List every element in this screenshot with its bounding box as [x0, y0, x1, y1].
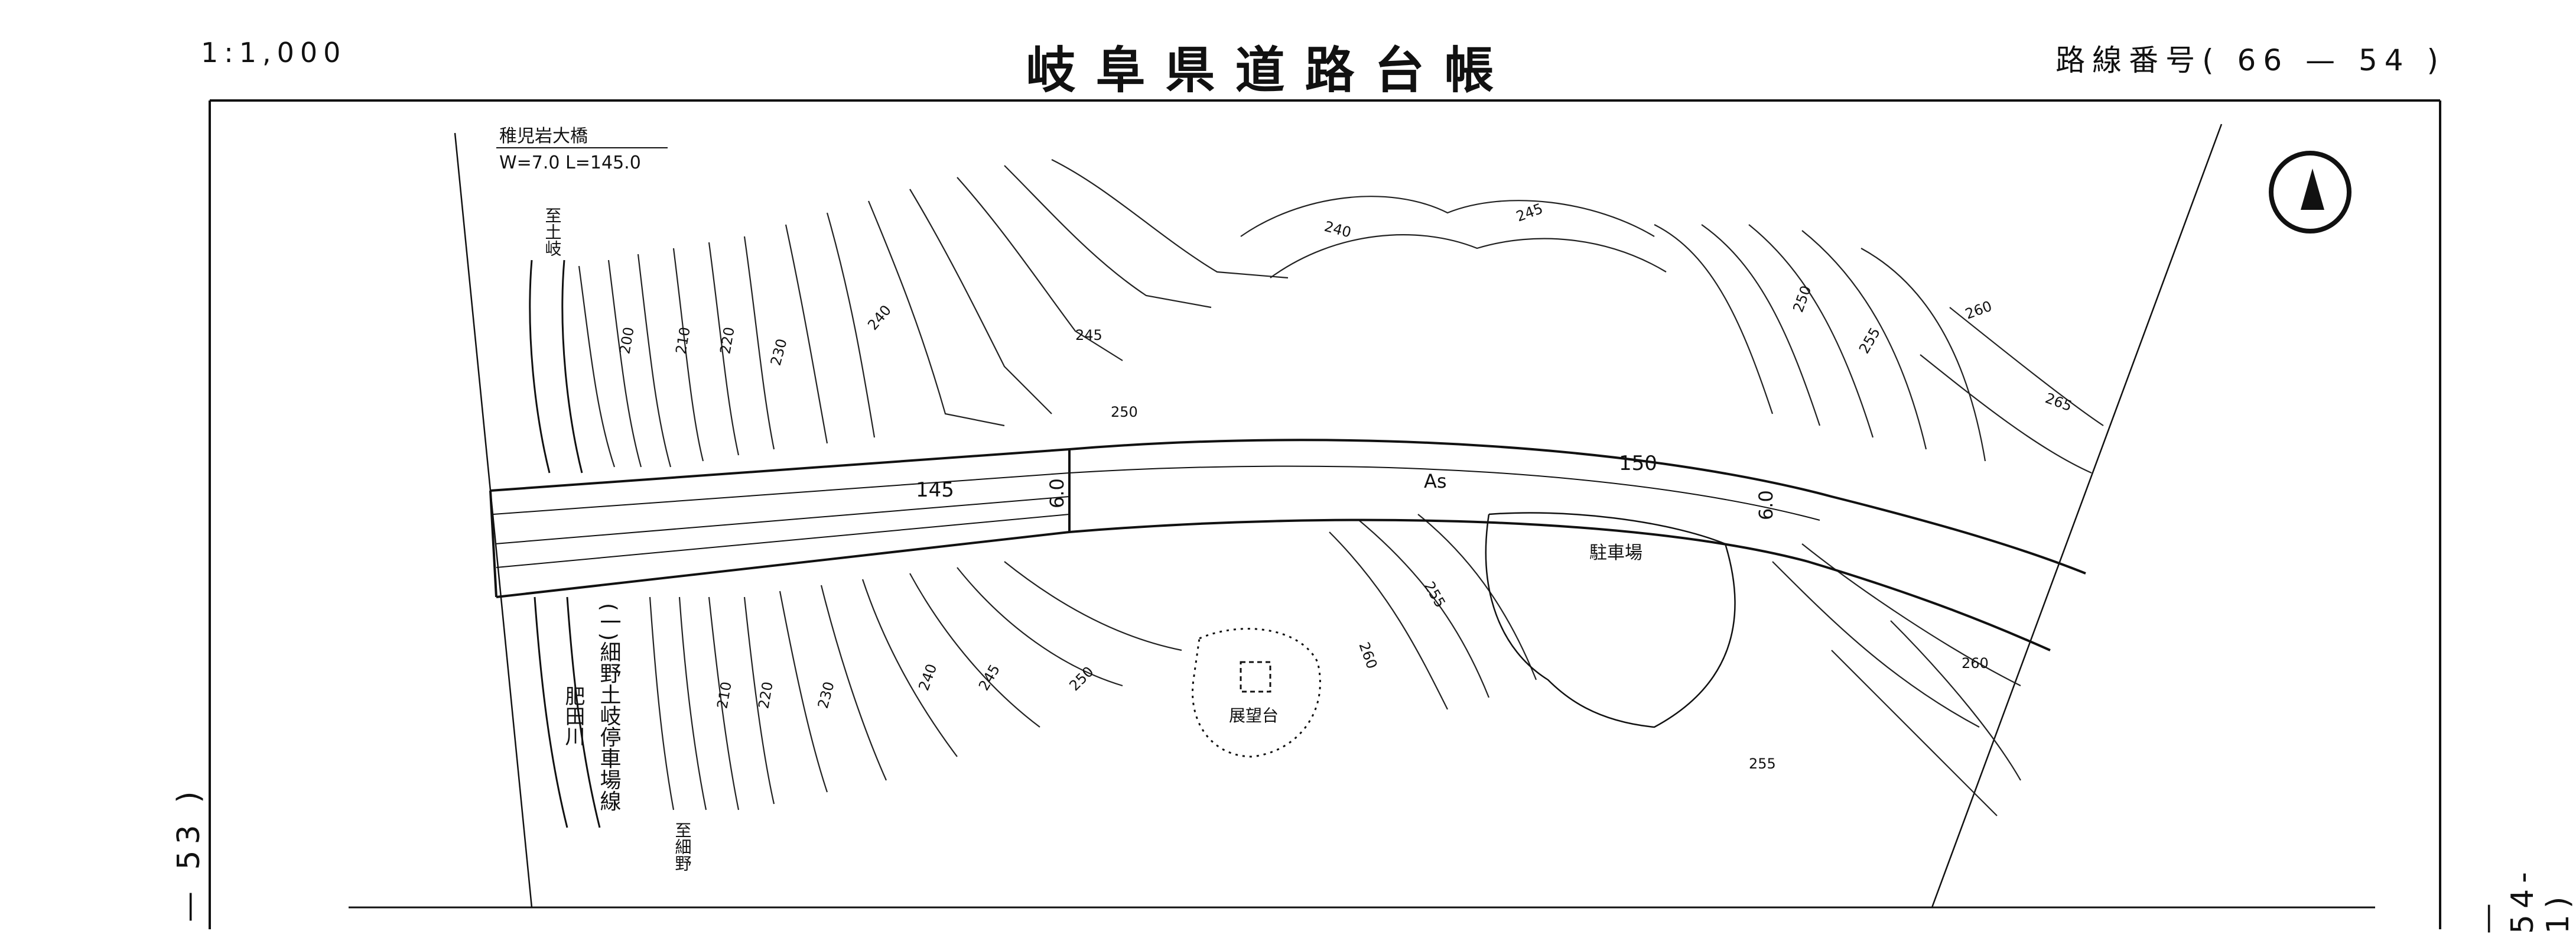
contour-label: 240 [1322, 218, 1352, 241]
map-scale: 1:1,000 [201, 37, 347, 69]
to-hosono: 至細野 [673, 822, 692, 871]
contour-label: 260 [1355, 640, 1380, 671]
contour-label: 230 [815, 680, 838, 710]
station-145: 145 [916, 478, 954, 502]
contour-label: 230 [767, 337, 791, 367]
parking-label: 駐車場 [1589, 543, 1642, 563]
north-arrow-icon [2269, 151, 2351, 234]
contour-label: 260 [1962, 655, 1989, 672]
contour-label: 240 [915, 661, 940, 693]
page-title: 岐阜県道路台帳 [1026, 41, 1514, 99]
observation-deck-label: 展望台 [1229, 706, 1279, 725]
observation-deck-icon [1240, 661, 1271, 693]
route-number: 路線番号( 66 — 54 ) [2055, 43, 2445, 77]
contour-label: 260 [1963, 298, 1994, 323]
contour-label: 265 [2043, 390, 2074, 414]
contour-label: 250 [1066, 663, 1097, 694]
contour-label: 255 [1749, 755, 1776, 772]
parking-area [1485, 512, 1736, 728]
contour-label: 255 [1421, 579, 1449, 611]
contour-label: 200 [616, 326, 638, 355]
road-width-left: 6.0 [1046, 478, 1068, 508]
contour-label: 250 [1111, 404, 1138, 420]
to-toki: 至土岐 [543, 207, 562, 257]
bridge-name: 稚児岩大橋 [499, 126, 588, 147]
map-frame [209, 99, 2441, 929]
contour-label: 245 [1075, 327, 1102, 343]
station-150: 150 [1619, 452, 1657, 475]
contour-lines [578, 159, 2104, 816]
road-name: (一)細野土岐停車場線 [597, 603, 621, 811]
road-width-right: 6.0 [1755, 490, 1777, 520]
surface-label: As [1424, 470, 1447, 492]
contour-label: 245 [1514, 200, 1545, 225]
contour-label: 250 [1790, 283, 1814, 314]
sheet-boundary [454, 124, 2223, 908]
contour-label: 240 [864, 302, 895, 333]
map-labels: 稚児岩大橋 W=7.0 L=145.0 As 145 150 6.0 6.0 駐… [496, 126, 1777, 871]
contour-label: 220 [755, 680, 776, 710]
bridge-spec: W=7.0 L=145.0 [499, 153, 641, 173]
road [489, 439, 2086, 651]
contour-label: 210 [714, 680, 735, 710]
contour-label: 255 [1856, 325, 1884, 356]
contour-label: 210 [672, 326, 694, 355]
contour-label: 245 [975, 661, 1003, 693]
river-banks [529, 260, 601, 828]
river-name: 肥田川 [561, 686, 585, 746]
observation-deck-area [1192, 628, 1321, 758]
